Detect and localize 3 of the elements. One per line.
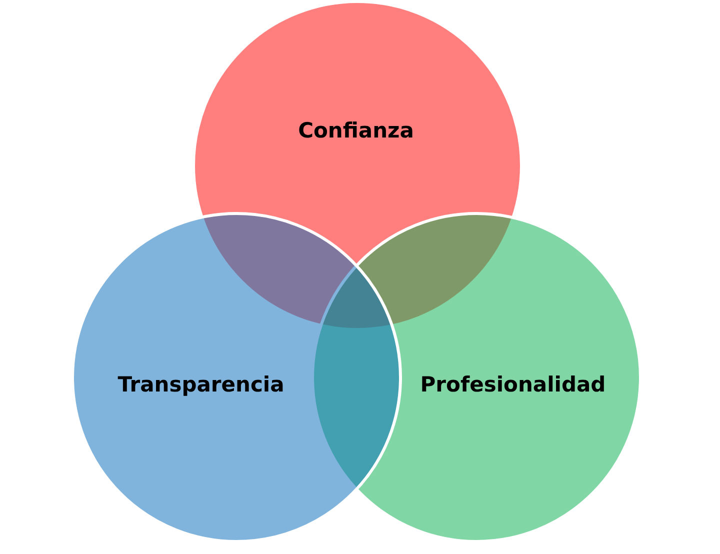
circle-label: Confianza	[298, 118, 414, 144]
circle-label: Transparencia	[118, 372, 284, 398]
circle-label: Profesionalidad	[420, 372, 606, 398]
